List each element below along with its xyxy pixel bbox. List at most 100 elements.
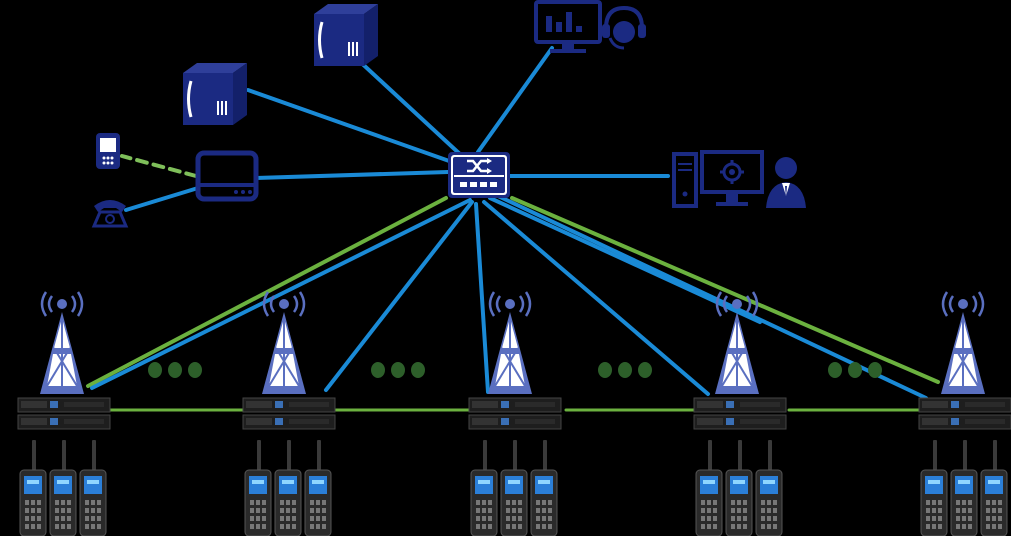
radio-key	[548, 500, 552, 505]
tower-lattice	[495, 318, 525, 386]
radio-key	[488, 508, 492, 513]
signal-wave	[40, 291, 84, 317]
radio-tower-icon	[941, 291, 985, 394]
radio-key	[542, 508, 546, 513]
radio-key	[262, 508, 266, 513]
network-link-line	[124, 186, 200, 212]
radio-key	[256, 508, 260, 513]
radio-key	[956, 524, 960, 529]
radio-antenna	[483, 440, 487, 470]
radio-key	[518, 508, 522, 513]
radio-key	[506, 500, 510, 505]
radio-key	[731, 500, 735, 505]
radio-key	[316, 500, 320, 505]
radio-key	[737, 500, 741, 505]
radio-key	[292, 500, 296, 505]
radio-key	[731, 516, 735, 521]
radio-key	[998, 500, 1002, 505]
radio-key	[998, 508, 1002, 513]
radio-key	[280, 516, 284, 521]
admin-workstation-icon[interactable]	[672, 150, 806, 208]
radio-key	[322, 516, 326, 521]
radio-key	[256, 500, 260, 505]
tower-lattice	[728, 347, 753, 387]
handheld-radio-icon	[49, 440, 77, 536]
radio-key	[773, 516, 777, 521]
radio-key	[926, 516, 930, 521]
server-icon[interactable]	[183, 63, 247, 125]
gateway-icon[interactable]	[195, 150, 259, 202]
radio-key	[250, 508, 254, 513]
radio-key	[512, 524, 516, 529]
radio-key	[322, 524, 326, 529]
sites-layer	[17, 291, 1011, 536]
radio-screen	[760, 476, 778, 494]
tower-lattice	[275, 347, 300, 387]
network-link-line	[324, 200, 474, 392]
rack-vent	[289, 419, 329, 424]
rack-vent	[740, 419, 780, 424]
radio-key	[767, 524, 771, 529]
radio-key	[986, 508, 990, 513]
radio-key	[482, 500, 486, 505]
radio-key	[256, 524, 260, 529]
radio-key	[310, 508, 314, 513]
handheld-radio-icon	[244, 440, 272, 536]
site-5	[918, 291, 1011, 536]
ellipsis-dot	[618, 362, 632, 378]
radio-screen	[249, 476, 267, 494]
radio-antenna	[287, 440, 291, 470]
radio-key	[31, 524, 35, 529]
server-icon[interactable]	[314, 4, 378, 66]
radio-screen-text	[312, 480, 324, 484]
radio-key	[548, 508, 552, 513]
radio-key	[91, 508, 95, 513]
radio-key	[310, 500, 314, 505]
radio-key	[61, 508, 65, 513]
radio-key	[55, 524, 59, 529]
handheld-radio-icon	[470, 440, 498, 536]
radio-key	[250, 524, 254, 529]
handheld-radio-icon	[79, 440, 107, 536]
radio-screen	[925, 476, 943, 494]
rack-vent	[64, 419, 104, 424]
network-switch-icon[interactable]	[448, 152, 510, 198]
rack-panel	[697, 401, 723, 408]
radio-key	[476, 508, 480, 513]
signal-wave	[488, 291, 532, 317]
ellipsis-dot	[391, 362, 405, 378]
radio-key	[286, 500, 290, 505]
radio-key	[476, 500, 480, 505]
radio-antenna	[513, 440, 517, 470]
mobile-phone-icon[interactable]	[96, 133, 120, 169]
radio-key	[737, 524, 741, 529]
radio-antenna	[543, 440, 547, 470]
ellipsis-dot	[828, 362, 842, 378]
radio-key	[85, 508, 89, 513]
ellipsis-dot	[168, 362, 182, 378]
radio-key	[322, 508, 326, 513]
network-link-line	[476, 46, 554, 154]
radio-key	[542, 516, 546, 521]
rack-panel	[246, 401, 272, 408]
radio-screen-text	[928, 480, 940, 484]
radio-screen-text	[763, 480, 775, 484]
radio-key	[85, 524, 89, 529]
radio-antenna	[32, 440, 36, 470]
radio-key	[506, 516, 510, 521]
radio-key	[262, 524, 266, 529]
handheld-radio-icon	[530, 440, 558, 536]
dispatch-monitor-headset-icon[interactable]	[534, 0, 646, 53]
radio-key	[67, 516, 71, 521]
radio-key	[536, 508, 540, 513]
radio-screen-text	[988, 480, 1000, 484]
radio-tower-icon	[40, 291, 84, 394]
radio-key	[773, 524, 777, 529]
ellipsis-dot	[638, 362, 652, 378]
network-link-line	[354, 56, 464, 158]
radio-key	[25, 500, 29, 505]
telephone-icon[interactable]	[91, 200, 129, 228]
radio-key	[31, 516, 35, 521]
radio-key	[97, 508, 101, 513]
radio-key	[938, 524, 942, 529]
